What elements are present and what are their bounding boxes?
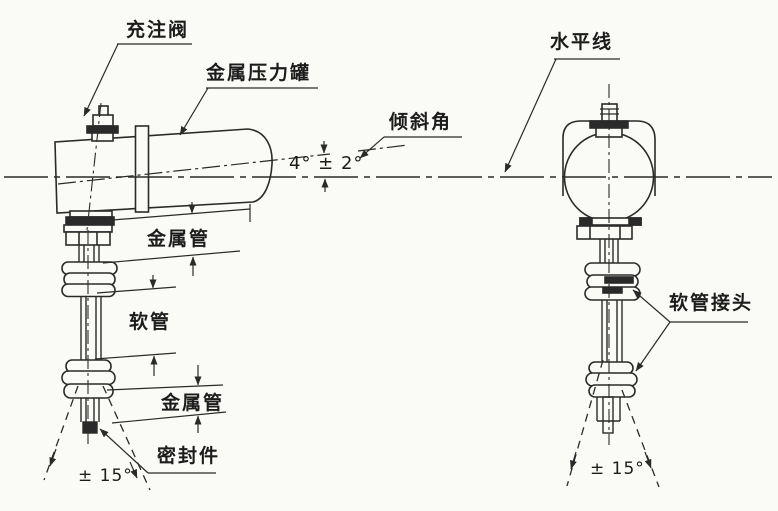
spray-cone-right-arrows: [570, 451, 652, 470]
right-leader-lines: [504, 58, 748, 372]
pressure-tank-side-view: [54, 128, 273, 214]
tilt-angle-value: 4° ± 2°: [289, 153, 364, 174]
hose-label: 软管: [129, 311, 172, 333]
tank-bottom-flange: [63, 210, 115, 246]
spray-angle-right-value: ± 15°: [590, 459, 645, 479]
pressure-tank-label: 金属压力罐: [206, 62, 312, 84]
spray-cone-left-arrows: [49, 448, 138, 479]
metal-pipe-lower-label: 金属管: [161, 392, 225, 414]
left-dimension-lines: [83, 43, 462, 474]
hose-tube-right: [601, 300, 623, 362]
left-centerline: [86, 102, 102, 444]
leader-horizontal-line: [504, 58, 620, 173]
spray-cone-right: [566, 359, 660, 488]
leader-tilt-angle: [320, 136, 462, 192]
centerlines: [4, 84, 772, 445]
leader-pressure-tank: [179, 87, 318, 136]
hose-connector-label: 软管接头: [669, 292, 754, 314]
dim-hose: [94, 275, 177, 376]
spray-cone-left: [43, 385, 151, 491]
filling-valve: [86, 105, 119, 142]
nozzle-left: [80, 398, 100, 434]
metal-pipe-upper-section: [78, 245, 100, 262]
leader-hose-connector: [632, 289, 748, 372]
tilt-angle-label: 倾斜角: [389, 111, 453, 133]
spray-angle-left-value: ± 15°: [78, 466, 133, 486]
filling-valve-label: 充注阀: [126, 19, 190, 41]
leader-seal: [99, 428, 216, 474]
metal-pipe-upper-label: 金属管: [147, 228, 211, 250]
hose-tube-left: [80, 296, 102, 361]
collar-ring: [134, 125, 150, 213]
seal-tip: [82, 421, 98, 434]
bellows-upper-left: [61, 261, 118, 298]
right-assembly: [562, 103, 660, 488]
dim-metal-pipe-upper: [99, 202, 251, 276]
hose-connector-upper: [584, 262, 641, 301]
tank-axis-line: [57, 144, 409, 185]
seal-label: 密封件: [157, 445, 221, 467]
leader-filling-valve: [83, 43, 192, 117]
metal-pipe-right: [599, 239, 619, 263]
horizontal-line-label: 水平线: [550, 31, 614, 53]
dim-metal-pipe-lower: [106, 365, 227, 433]
